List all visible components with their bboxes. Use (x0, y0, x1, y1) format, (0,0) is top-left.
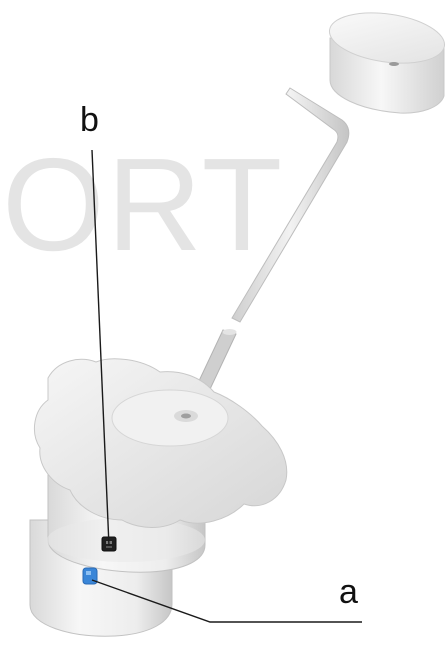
watermark-text: ORT (2, 131, 284, 278)
callout-b-label: b (80, 101, 99, 139)
cap-part (326, 6, 447, 113)
main-body (30, 359, 287, 636)
callout-a-label: a (339, 573, 358, 611)
